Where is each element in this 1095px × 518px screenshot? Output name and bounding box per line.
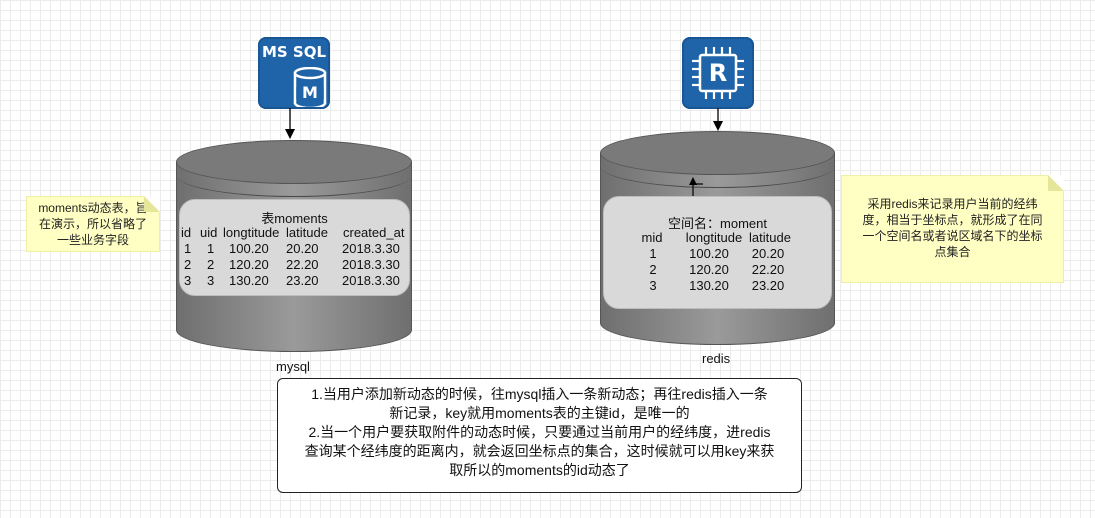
table-cell: 130.20 xyxy=(229,273,269,288)
mssql-logo-badge: M xyxy=(302,83,318,102)
table-cell: 130.20 xyxy=(689,278,729,293)
redis-note-line: 点集合 xyxy=(934,245,971,259)
redis-note: 采用redis来记录用户当前的经纬 度，相当于坐标点，就形成了在同 一个空间名或… xyxy=(841,175,1064,283)
description-line: 2.当一个用户要获取附件的动态时候，只要通过当前用户的经纬度，进redis xyxy=(308,424,771,440)
table-cell: 2018.3.30 xyxy=(342,241,400,256)
redis-table-panel: 空间名：moment mid longtitude latitude 1 100.20 2… xyxy=(603,196,832,309)
table-cell: 22.20 xyxy=(751,262,785,277)
table-cell: 100.20 xyxy=(229,241,269,256)
description-line: 查询某个经纬度的距离内，就会返回坐标点的集合，这时候就可以用key来获 xyxy=(304,443,775,459)
table-cell: 2 xyxy=(649,262,657,277)
table-cell: 20.20 xyxy=(286,241,319,256)
description-line: 1.当用户添加新动态的时候，往mysql插入一条新动态；再往redis插入一条 xyxy=(311,386,768,402)
redis-arrow xyxy=(713,108,723,131)
table-cell: 3 xyxy=(184,273,192,288)
mysql-note: moments动态表，旨 在演示，所以省略了 一些业务字段 xyxy=(26,196,160,252)
database-icon xyxy=(293,67,327,107)
table-header-cell: longtitude xyxy=(685,230,743,245)
table-header-cell: latitude xyxy=(749,230,791,245)
redis-caption: redis xyxy=(702,351,731,366)
table-cell: 23.20 xyxy=(286,273,319,288)
table-header-cell: id xyxy=(181,225,192,240)
redis-note-line: 度，相当于坐标点，就形成了在同 xyxy=(862,213,1043,227)
table-header-cell: longtitude xyxy=(223,225,280,240)
redis-note-line: 一个空间名或者说区域名下的坐标 xyxy=(862,229,1043,243)
mssql-logo-label: MS SQL xyxy=(261,43,327,61)
redis-note-line: 采用redis来记录用户当前的经纬 xyxy=(867,197,1038,211)
table-cell: 120.20 xyxy=(689,262,729,277)
table-cell: 2018.3.30 xyxy=(342,257,400,272)
table-cell: 2 xyxy=(184,257,192,272)
table-cell: 2 xyxy=(207,257,215,272)
mysql-note-line: 在演示，所以省略了 xyxy=(38,217,147,231)
table-cell: 3 xyxy=(649,278,657,293)
mysql-arrow xyxy=(285,108,295,139)
table-cell: 2018.3.30 xyxy=(342,273,400,288)
table-header-cell: created_at xyxy=(343,225,405,240)
redis-logo-label: R xyxy=(708,59,728,87)
mysql-table-title: 表moments xyxy=(261,211,328,226)
redis-logo-icon: R xyxy=(682,37,754,109)
description-line: 新记录，key就用moments表的主键id，是唯一的 xyxy=(389,405,690,421)
table-cell: 120.20 xyxy=(229,257,269,272)
description-box: 1.当用户添加新动态的时候，往mysql插入一条新动态；再往redis插入一条 … xyxy=(277,378,802,493)
mysql-note-line: moments动态表，旨 xyxy=(38,201,148,215)
table-cell: 1 xyxy=(184,241,192,256)
table-header-cell: mid xyxy=(641,230,663,245)
table-header-cell: latitude xyxy=(286,225,328,240)
description-line: 取所以的moments的id动态了 xyxy=(449,462,630,478)
table-cell: 1 xyxy=(207,241,215,256)
redis-connector xyxy=(689,177,703,197)
table-header-cell: uid xyxy=(200,225,218,240)
table-cell: 23.20 xyxy=(751,278,785,293)
mysql-note-line: 一些业务字段 xyxy=(56,233,129,247)
redis-table-title: 空间名：moment xyxy=(668,216,767,231)
table-cell: 20.20 xyxy=(751,246,785,261)
table-cell: 1 xyxy=(649,246,657,261)
table-cell: 3 xyxy=(207,273,215,288)
table-cell: 100.20 xyxy=(689,246,729,261)
mysql-caption: mysql xyxy=(276,359,310,374)
mssql-logo-icon: MS SQL M xyxy=(258,37,330,109)
chip-icon xyxy=(692,47,744,99)
table-cell: 22.20 xyxy=(286,257,319,272)
